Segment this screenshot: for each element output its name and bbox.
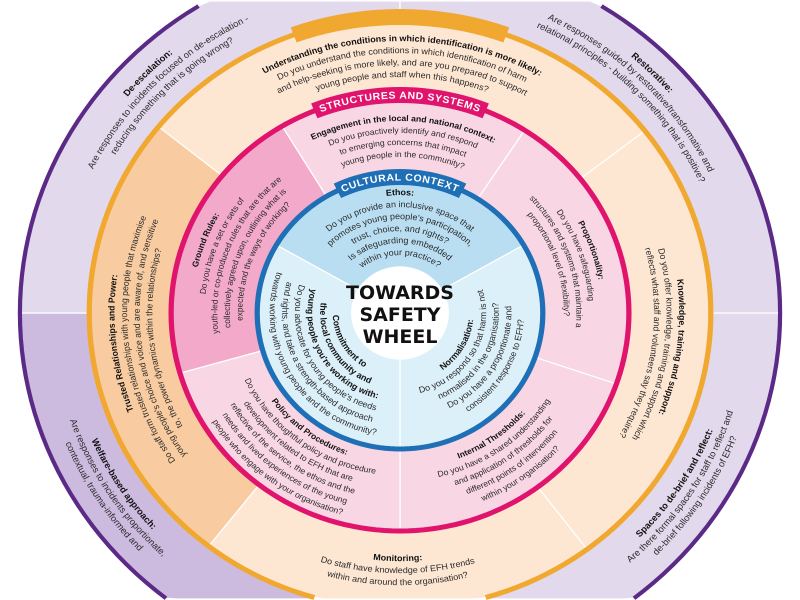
segment-title: Ethos: (385, 187, 414, 198)
pink-segment: Engagement in the local and national con… (281, 94, 526, 200)
wheel-title: WHEEL (363, 326, 438, 348)
blue-ring-border (254, 174, 546, 452)
blue-segment: Ethos:Do you provide an inclusive space … (275, 176, 525, 291)
center-circle (351, 267, 449, 359)
blue-banner (333, 169, 467, 198)
orange-banner (290, 9, 510, 43)
purple-ring-border (17, 4, 783, 600)
wheel-title: SAFETY (360, 304, 441, 326)
pink-banner (311, 87, 489, 119)
wheel-title: TOWARDS (346, 282, 454, 304)
pink-segment: Internal Thresholds:Do you have a shared… (399, 356, 618, 532)
pink-ring-border (168, 92, 632, 534)
segment-title: Monitoring: (373, 552, 423, 563)
orange-segment: Knowledge, training and support:Do you o… (536, 129, 712, 551)
orange-ring-border (86, 14, 714, 600)
